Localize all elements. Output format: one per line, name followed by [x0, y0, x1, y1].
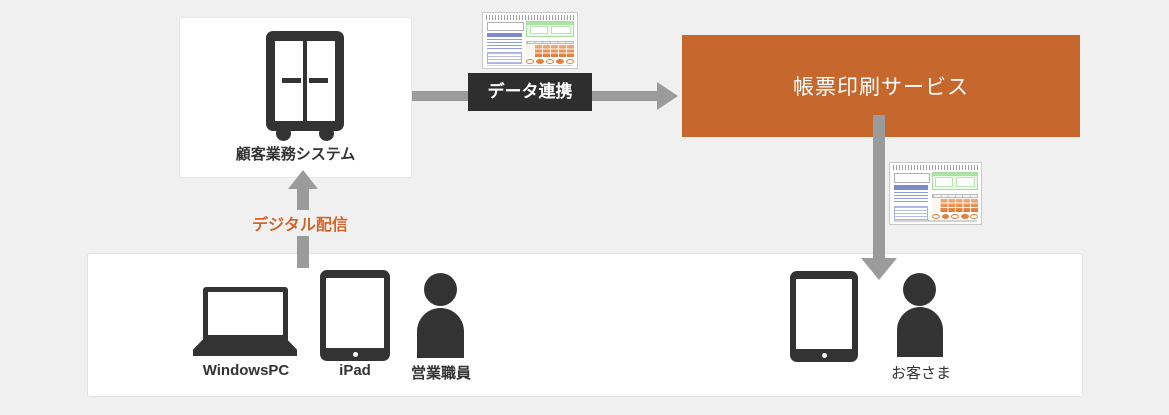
form-thumbnail-customer — [889, 162, 982, 225]
sales-person-icon — [424, 273, 457, 306]
system-node-label: 顧客業務システム — [235, 146, 356, 163]
laptop-base-icon — [193, 340, 297, 356]
server-cabinet-icon — [266, 31, 344, 141]
customer-person-icon — [903, 273, 936, 306]
data-link-label: データ連携 — [468, 73, 592, 111]
service-down-arrow-line — [873, 115, 885, 258]
customer-label: お客さま — [890, 365, 951, 382]
ipad-icon — [320, 270, 390, 361]
windows-pc-label: WindowsPC — [202, 362, 290, 379]
data-link-arrow-head-icon — [657, 82, 678, 110]
sales-person-body-icon — [417, 308, 464, 358]
customer-tablet-icon — [790, 271, 858, 362]
customer-person-body-icon — [897, 307, 943, 357]
ipad-label: iPad — [339, 362, 371, 379]
service-down-arrow-head-icon — [861, 258, 897, 280]
digital-delivery-label: デジタル配信 — [238, 210, 362, 236]
form-thumbnail-data-link — [482, 12, 578, 69]
laptop-icon — [203, 287, 288, 340]
service-node-label: 帳票印刷サービス — [793, 76, 969, 99]
digital-delivery-arrow-head-icon — [288, 170, 318, 189]
sales-staff-label: 営業職員 — [410, 365, 471, 382]
system-node-box: 顧客業務システム — [179, 17, 412, 178]
